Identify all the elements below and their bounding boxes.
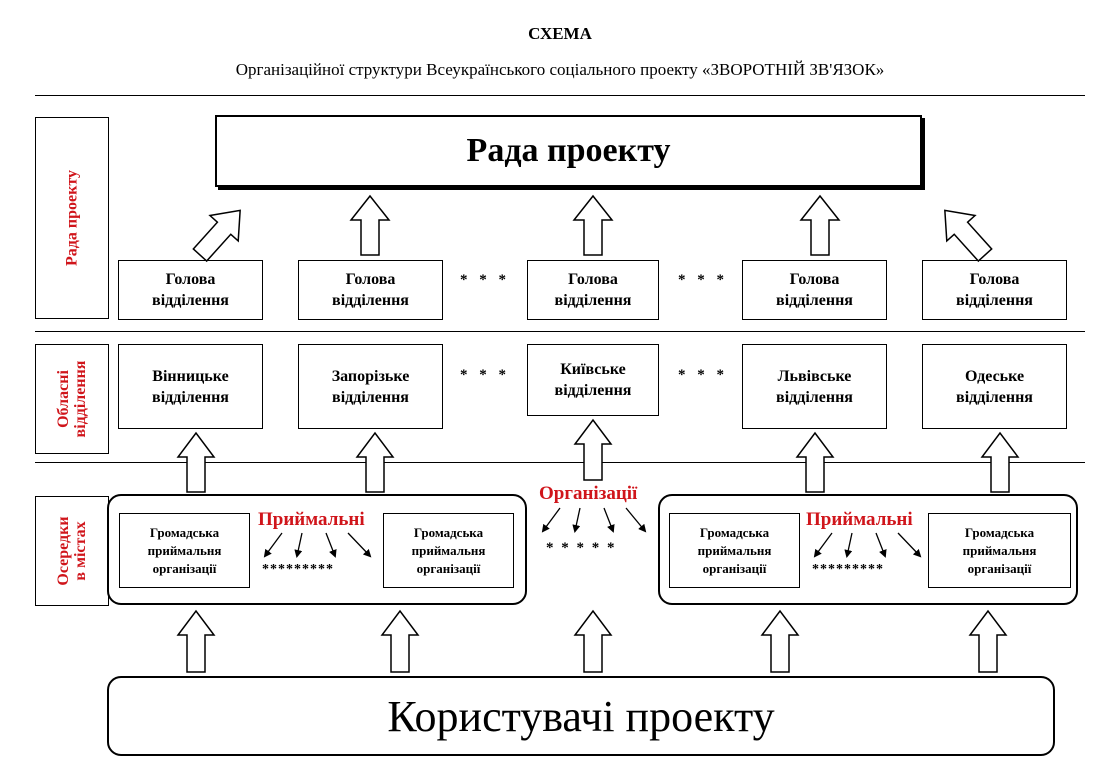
fan-arrow [603, 507, 615, 533]
diagram-title: СХЕМА [528, 24, 592, 43]
divider-top [35, 95, 1085, 96]
block-arrow [192, 209, 241, 263]
block-arrow [573, 609, 613, 673]
fan-arrow [541, 507, 561, 533]
block-arrow [968, 609, 1008, 673]
receptions-dots: ********* [812, 562, 884, 577]
users-box: Користувачі проекту [107, 676, 1055, 756]
divider-council [35, 331, 1085, 332]
block-arrow [760, 609, 800, 673]
block-arrow [349, 194, 391, 256]
receptions-label: Приймальні [258, 509, 365, 530]
branches-ellipsis: * * * [460, 367, 510, 383]
branches-ellipsis: * * * [678, 367, 728, 383]
block-arrow [572, 194, 614, 256]
fan-arrow [625, 507, 647, 533]
block-arrow [944, 209, 993, 263]
council-box: Рада проекту [215, 115, 922, 187]
divider-regional [35, 462, 1085, 463]
heads-ellipsis: * * * [460, 272, 510, 288]
receptions-label: Приймальні [806, 509, 913, 530]
organizations-dots: * * * * * [546, 540, 617, 556]
block-arrow [380, 609, 420, 673]
block-arrow [799, 194, 841, 256]
block-arrow [176, 609, 216, 673]
side-label-council: Рада проекту [35, 117, 109, 319]
receptions-dots: ********* [262, 562, 334, 577]
diagram-subtitle: Організаційної структури Всеукраїнського… [235, 60, 885, 79]
fan-arrow [572, 507, 581, 533]
organizations-label: Організації [539, 483, 638, 504]
heads-ellipsis: * * * [678, 272, 728, 288]
block-arrow [573, 418, 613, 481]
